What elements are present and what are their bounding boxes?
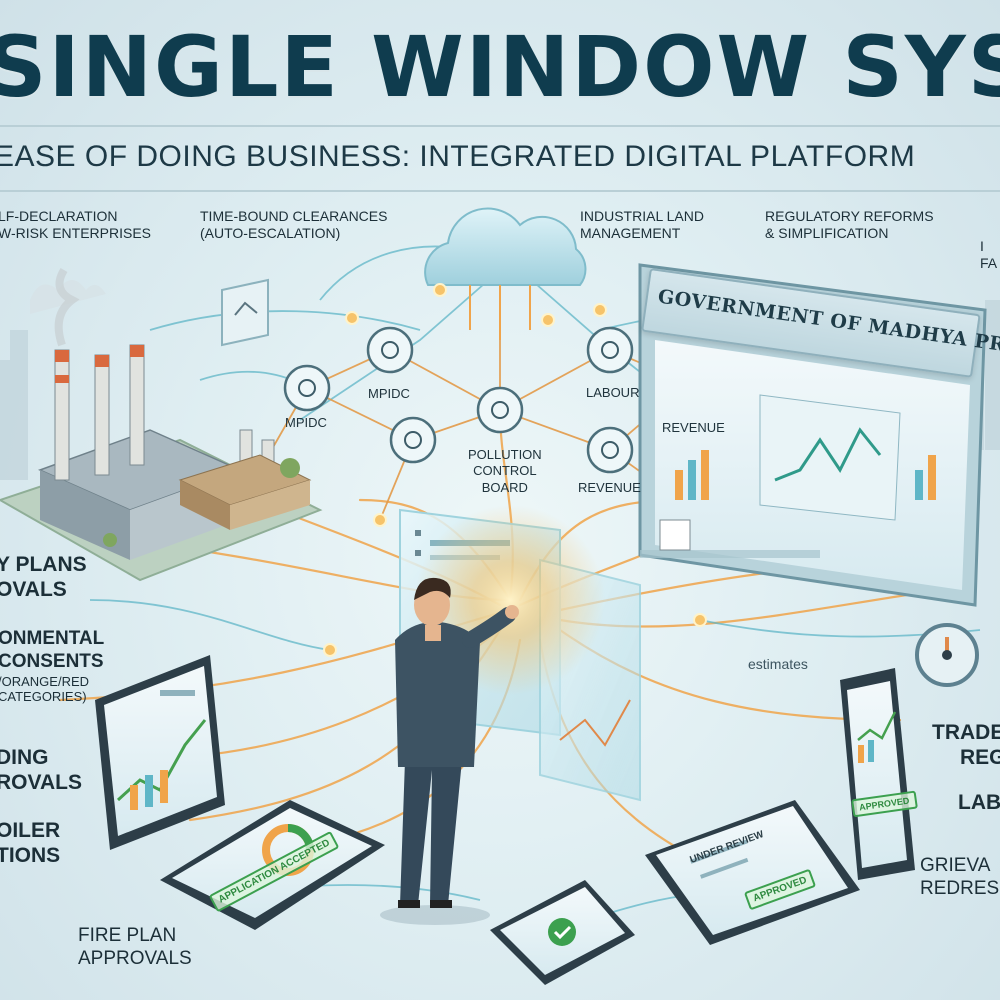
phone-check xyxy=(490,880,635,985)
government-monitor xyxy=(638,263,987,607)
node-circle-mpidc-top-glyph xyxy=(381,341,399,359)
page-title: SINGLE WINDOW SYSTEM xyxy=(0,18,1000,116)
circuit-junction-dot xyxy=(593,303,607,317)
node-circle-labour-glyph xyxy=(601,341,619,359)
node-labour: LABOUR xyxy=(586,385,640,400)
wall-tile xyxy=(221,278,269,347)
estimates-label: estimates xyxy=(748,656,808,672)
subtitle-divider xyxy=(0,190,1000,192)
label-time-bound-clearances: TIME-BOUND CLEARANCES(AUTO-ESCALATION) xyxy=(200,208,388,241)
businessman-figure xyxy=(380,577,519,925)
node-circle-revenue-bottom xyxy=(586,426,634,474)
gauge-icon xyxy=(915,623,979,687)
title-divider xyxy=(0,125,1000,127)
circuit-junction-dot xyxy=(373,513,387,527)
node-circle-land xyxy=(389,416,437,464)
tablet-review xyxy=(645,800,860,945)
label-environmental-consents: ONMENTAL CONSENTS /ORANGE/RED CATEGORIES… xyxy=(0,628,105,705)
page-subtitle: EASE OF DOING BUSINESS: INTEGRATED DIGIT… xyxy=(0,140,916,173)
tablet-left-chart xyxy=(95,655,225,850)
label-regulatory-reforms: REGULATORY REFORMS& SIMPLIFICATION xyxy=(765,208,934,241)
label-labour: LAB xyxy=(958,791,1000,814)
circuit-junction-dot xyxy=(541,313,555,327)
node-circle-pollution-glyph xyxy=(491,401,509,419)
node-circle-land-glyph xyxy=(404,431,422,449)
node-circle-revenue-bottom-glyph xyxy=(601,441,619,459)
circuit-junction-dot xyxy=(345,311,359,325)
factory-illustration xyxy=(0,267,323,582)
node-revenue-bottom: REVENUE xyxy=(578,480,641,495)
circuit-junction-dot xyxy=(693,613,707,627)
node-revenue-right: REVENUE xyxy=(662,420,725,435)
cloud-icon xyxy=(424,207,587,340)
skyline-left xyxy=(0,280,106,480)
node-mpidc-left: MPIDC xyxy=(285,415,327,430)
node-circle-mpidc-left xyxy=(283,364,331,412)
phone-right-chart xyxy=(840,668,915,880)
circuit-junction-dot xyxy=(433,283,447,297)
node-mpidc-top: MPIDC xyxy=(368,386,410,401)
node-circle-pollution xyxy=(476,386,524,434)
circuit-junction-dot xyxy=(323,643,337,657)
node-circle-mpidc-left-glyph xyxy=(298,379,316,397)
node-circle-mpidc-top xyxy=(366,326,414,374)
node-circle-labour xyxy=(586,326,634,374)
